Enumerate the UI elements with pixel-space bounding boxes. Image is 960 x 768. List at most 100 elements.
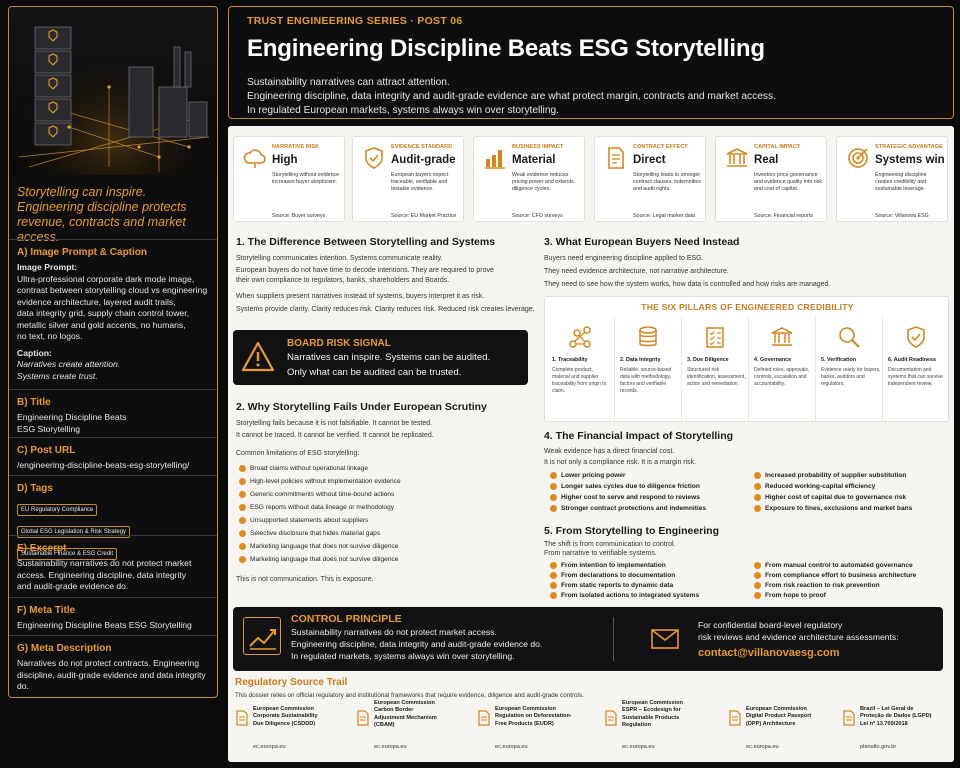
section-5-title: 5. From Storytelling to Engineering <box>544 525 720 537</box>
pillar-desc: Evidence ready for buyers, banks, audito… <box>821 367 881 387</box>
section-heading: G) Meta Description <box>17 643 112 654</box>
section-excerpt: E) Excerpt Sustainability narratives do … <box>9 535 217 593</box>
s2-bullet: Selective disclosure that hides material… <box>238 530 381 537</box>
title-line: ESG Storytelling <box>17 423 81 434</box>
s2-bullet: Unsupported statements about suppliers <box>238 517 369 524</box>
tag[interactable]: Global ESG Legislation & Risk Strategy <box>17 526 131 538</box>
pillar-desc: Complete product, material and supplier … <box>552 367 607 394</box>
title-line: Engineering Discipline Beats <box>17 412 127 422</box>
s5-bullet: From declarations to documentation <box>549 572 676 579</box>
section-2-title: 2. Why Storytelling Fails Under European… <box>236 401 487 413</box>
excerpt-line: Sustainability narratives do not protect… <box>17 558 192 568</box>
reg-line: Digital Product Passport <box>746 713 812 720</box>
pillar-title: 5. Verification <box>821 357 857 363</box>
cloud-icon <box>243 149 266 168</box>
s5-bullet: From hope to proof <box>754 592 826 599</box>
tag[interactable]: Sustainable Finance & ESG Credit <box>17 548 118 560</box>
page-title: Engineering Discipline Beats ESG Storyte… <box>247 35 765 62</box>
section-meta-description: G) Meta Description Narratives do not pr… <box>9 635 217 693</box>
s5-bullet: From static reports to dynamic data <box>549 582 674 589</box>
contact-email-link[interactable]: contact@villanovaesg.com <box>698 647 840 659</box>
s2-bullet: Generic commitments without time-bound a… <box>238 491 395 498</box>
section-heading: E) Excerpt <box>17 543 67 554</box>
s5-bullet: From risk reaction to risk prevention <box>754 582 880 589</box>
s4-bullet: Stronger contract protections and indemn… <box>549 505 707 512</box>
stat-card-business-impact: BUSINESS IMPACT Material Weak evidence r… <box>473 136 585 222</box>
governance-icon <box>771 327 793 346</box>
s2-bullet: High-level policies without implementati… <box>239 478 401 485</box>
excerpt-line: access. Engineering discipline, data int… <box>17 569 187 580</box>
card-source: Source: Villanova ESG <box>875 213 929 219</box>
section-title: B) Title Engineering Discipline Beats ES… <box>9 389 217 435</box>
reg-source: ec.europa.eu <box>495 744 528 750</box>
reg-line: European Commission <box>746 706 807 712</box>
control-line: Engineering discipline, data integrity a… <box>291 639 543 649</box>
card-label: STRATEGIC ADVANTAGE <box>875 144 943 150</box>
document-icon <box>357 710 369 726</box>
reg-source: ec.europa.eu <box>253 744 286 750</box>
s5-bullet: From compliance effort to business archi… <box>753 572 917 579</box>
meta-desc-line: do. <box>17 681 29 691</box>
section-meta-title: F) Meta Title Engineering Discipline Bea… <box>9 597 217 632</box>
caption-line: Systems create trust. <box>17 370 98 381</box>
tag[interactable]: EU Regulatory Compliance <box>17 504 98 516</box>
contact-line: risk reviews and evidence architecture a… <box>698 632 899 642</box>
meta-title: Engineering Discipline Beats ESG Storyte… <box>17 620 192 630</box>
s3-para: They need evidence architecture, not nar… <box>544 268 729 275</box>
quote-line: Storytelling can inspire. <box>17 185 147 199</box>
card-source: Source: EU Market Practice <box>391 213 457 219</box>
magnifier-icon <box>839 327 860 348</box>
section-heading: C) Post URL <box>17 445 76 456</box>
prompt-line: no text, no logos. <box>17 331 83 341</box>
header-line: Engineering discipline, data integrity a… <box>247 91 776 102</box>
pillar-desc: Reliable, source-based data with methodo… <box>620 367 672 394</box>
card-desc: Storytelling without evidence increases … <box>272 172 340 185</box>
card-value: High <box>272 154 298 166</box>
card-source: Source: CFO surveys <box>512 213 563 219</box>
signal-line: Only what can be audited can be trusted. <box>287 367 462 378</box>
reg-line: Proteção de Dados (LGPD) <box>860 713 932 720</box>
contract-icon <box>608 147 624 169</box>
s3-para: Buyers need engineering discipline appli… <box>544 255 704 262</box>
card-desc: European buyers expect traceable, verifi… <box>391 172 449 192</box>
post-url[interactable]: /engineering-discipline-beats-esg-storyt… <box>17 460 190 470</box>
mail-icon <box>651 629 679 649</box>
excerpt-line: and audit-grade evidence do. <box>17 581 129 591</box>
reg-line: Due Diligence (CSDDD) <box>253 720 316 727</box>
card-desc: Storytelling leads to stronger contract … <box>633 172 702 192</box>
s1-para: their own compliance to regulators, bank… <box>236 277 450 284</box>
s5-bullet: From intention to implementation <box>550 562 666 569</box>
section-1-title: 1. The Difference Between Storytelling a… <box>236 236 496 248</box>
s4-bullet: Increased probability of supplier substi… <box>753 472 907 479</box>
s4-bullet: Longer sales cycles due to diligence fri… <box>550 483 700 490</box>
sidebar-quote: Storytelling can inspire. Engineering di… <box>17 185 213 245</box>
reg-line: Corporate Sustainability <box>253 713 318 720</box>
quote-line: revenue, contracts and market access. <box>17 215 186 244</box>
s5-bullet: From manual control to automated governa… <box>754 562 913 569</box>
section-tags: D) Tags EU Regulatory ComplianceGlobal E… <box>9 475 217 564</box>
signal-title: BOARD RISK SIGNAL <box>287 338 391 349</box>
warning-icon <box>241 341 275 372</box>
bar-chart-icon <box>485 150 505 169</box>
prompt-line: evidence architecture, layered audit tra… <box>17 296 176 307</box>
card-source: Source: Legal market data <box>633 213 696 219</box>
card-desc: Investors price governance and evidence … <box>754 172 823 192</box>
card-value: Real <box>754 154 779 166</box>
s1-para: Systems provide clarity. Clarity reduces… <box>236 306 535 313</box>
bank-icon <box>726 148 748 167</box>
s1-para: European buyers do not have time to deco… <box>236 267 494 274</box>
reg-line: Regulation on Deforestation- <box>495 713 572 720</box>
s2-para: It cannot be traced. It cannot be verifi… <box>236 432 434 439</box>
regs-intro: This dossier relies on official regulato… <box>235 692 584 699</box>
reg-line: Carbon Border <box>374 707 414 714</box>
s2-closing: This is not communication. This is expos… <box>236 576 374 583</box>
pillar-title: 6. Audit Readiness <box>888 357 937 363</box>
s5-para: From narrative to verifiable systems. <box>544 550 657 557</box>
pillar-title: 1. Traceability <box>552 357 588 363</box>
